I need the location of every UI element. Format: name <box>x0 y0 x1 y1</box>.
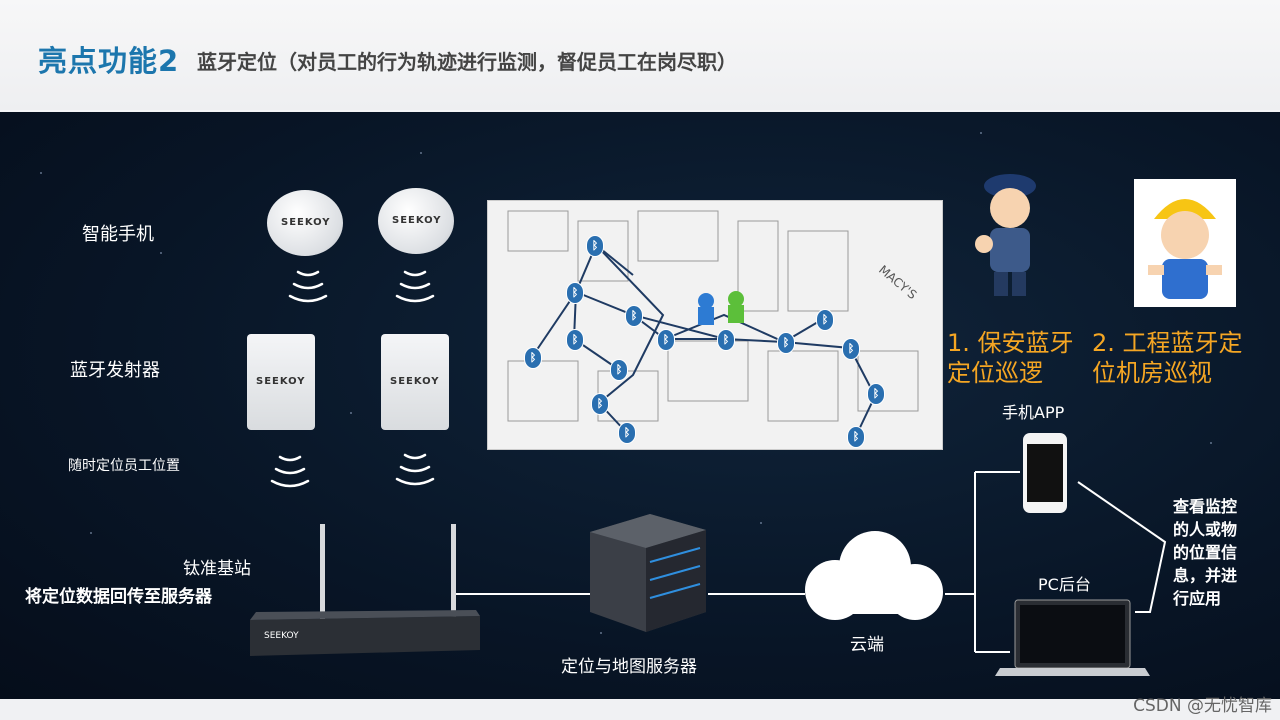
security-guard-icon <box>975 174 1036 296</box>
diagram-panel: 智能手机 蓝牙发射器 随时定位员工位置 钛准基站 将定位数据回传至服务器 SEE… <box>0 112 1280 699</box>
smartphone-label: 智能手机 <box>82 224 154 245</box>
engineer-role-line2: 位机房巡视 <box>1092 359 1212 387</box>
base-station-desc: 将定位数据回传至服务器 <box>25 587 212 607</box>
pc-backend-label: PC后台 <box>1038 575 1091 594</box>
round-beacon-device: SEEKOY <box>267 190 343 256</box>
svg-text:SEEKOY: SEEKOY <box>264 631 299 641</box>
slide-subtitle: 蓝牙定位（对员工的行为轨迹进行监测，督促员工在岗尽职） <box>197 50 737 74</box>
security-role-line2: 定位巡逻 <box>947 359 1043 387</box>
engineer-icon <box>1148 199 1222 299</box>
card-beacon-device: SEEKOY <box>381 334 449 430</box>
signal-waves-icon: SEEKOY <box>250 270 1167 676</box>
locate-label: 随时定位员工位置 <box>68 458 180 474</box>
slide-header: 亮点功能2 蓝牙定位（对员工的行为轨迹进行监测，督促员工在岗尽职） <box>0 0 1280 110</box>
footer-strip <box>0 699 1280 720</box>
round-beacon-device: SEEKOY <box>378 188 454 254</box>
engineer-card <box>1134 179 1236 307</box>
floor-plan-map: MACY'S ᛒ ᛒ ᛒ ᛒ ᛒ ᛒ ᛒ ᛒ ᛒ ᛒ ᛒ ᛒ ᛒ ᛒ ᛒ <box>487 200 943 450</box>
card-beacon-device: SEEKOY <box>247 334 315 430</box>
cloud-label: 云端 <box>850 635 884 655</box>
watermark: CSDN @无忧智库 <box>1133 696 1272 716</box>
engineer-role-line1: 2. 工程蓝牙定 <box>1092 329 1243 357</box>
slide-title: 亮点功能2 <box>38 44 180 78</box>
map-paths: MACY'S <box>507 210 919 439</box>
security-role-line1: 1. 保安蓝牙 <box>947 329 1074 357</box>
macys-label: MACY'S <box>876 263 919 302</box>
server-label: 定位与地图服务器 <box>561 657 697 677</box>
monitor-desc: 查看监控 的人或物 的位置信 息，并进 行应用 <box>1173 497 1238 608</box>
base-station-label: 钛准基站 <box>183 559 251 579</box>
mobile-app-label: 手机APP <box>1002 403 1065 422</box>
beacon-label: 蓝牙发射器 <box>70 360 160 381</box>
